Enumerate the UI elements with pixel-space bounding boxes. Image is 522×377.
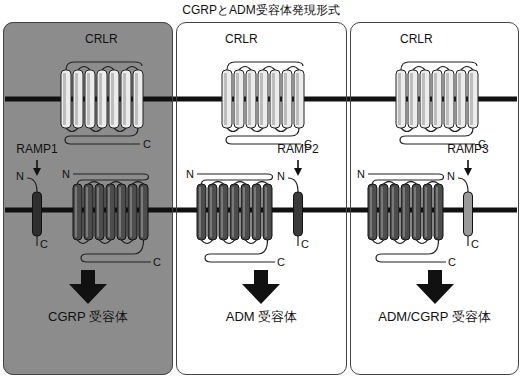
ramp-label: RAMP2 [268,143,328,157]
terminus-label: C [301,238,309,251]
receptor-panel: CRLR RAMP2ADM 受容体 [176,22,347,375]
receptor-drawing [27,62,151,304]
protein-label: CRLR [400,33,433,47]
terminus-label: C [471,238,479,251]
receptor-type-label: CGRP 受容体 [3,310,173,325]
receptor-panel: CRLR RAMP3ADM/CGRP 受容体 [350,22,519,375]
protein-label: CRLR [225,33,258,47]
diagram-title: CGRPとADM受容体発現形式 [0,4,522,18]
terminus-label: C [153,256,161,269]
terminus-label: N [186,168,194,181]
terminus-label: C [40,238,48,251]
receptor-type-label: ADM 受容体 [176,310,347,325]
receptor-drawing [368,62,478,304]
terminus-label: C [304,138,312,151]
terminus-label: N [16,170,24,183]
receptor-drawing [197,62,304,304]
receptor-panel: CRLR RAMP1CGRP 受容体 [3,22,173,375]
ramp-label: RAMP1 [7,143,67,157]
terminus-label: C [277,256,285,269]
terminus-label: C [478,138,486,151]
panel-shading [3,22,173,375]
terminus-label: N [357,168,365,181]
ramp-label: RAMP3 [438,143,498,157]
receptor-type-label: ADM/CGRP 受容体 [350,310,519,325]
terminus-label: N [62,168,70,181]
terminus-label: N [447,170,455,183]
terminus-label: C [143,138,151,151]
terminus-label: N [277,170,285,183]
protein-label: CRLR [85,33,118,47]
terminus-label: C [448,256,456,269]
